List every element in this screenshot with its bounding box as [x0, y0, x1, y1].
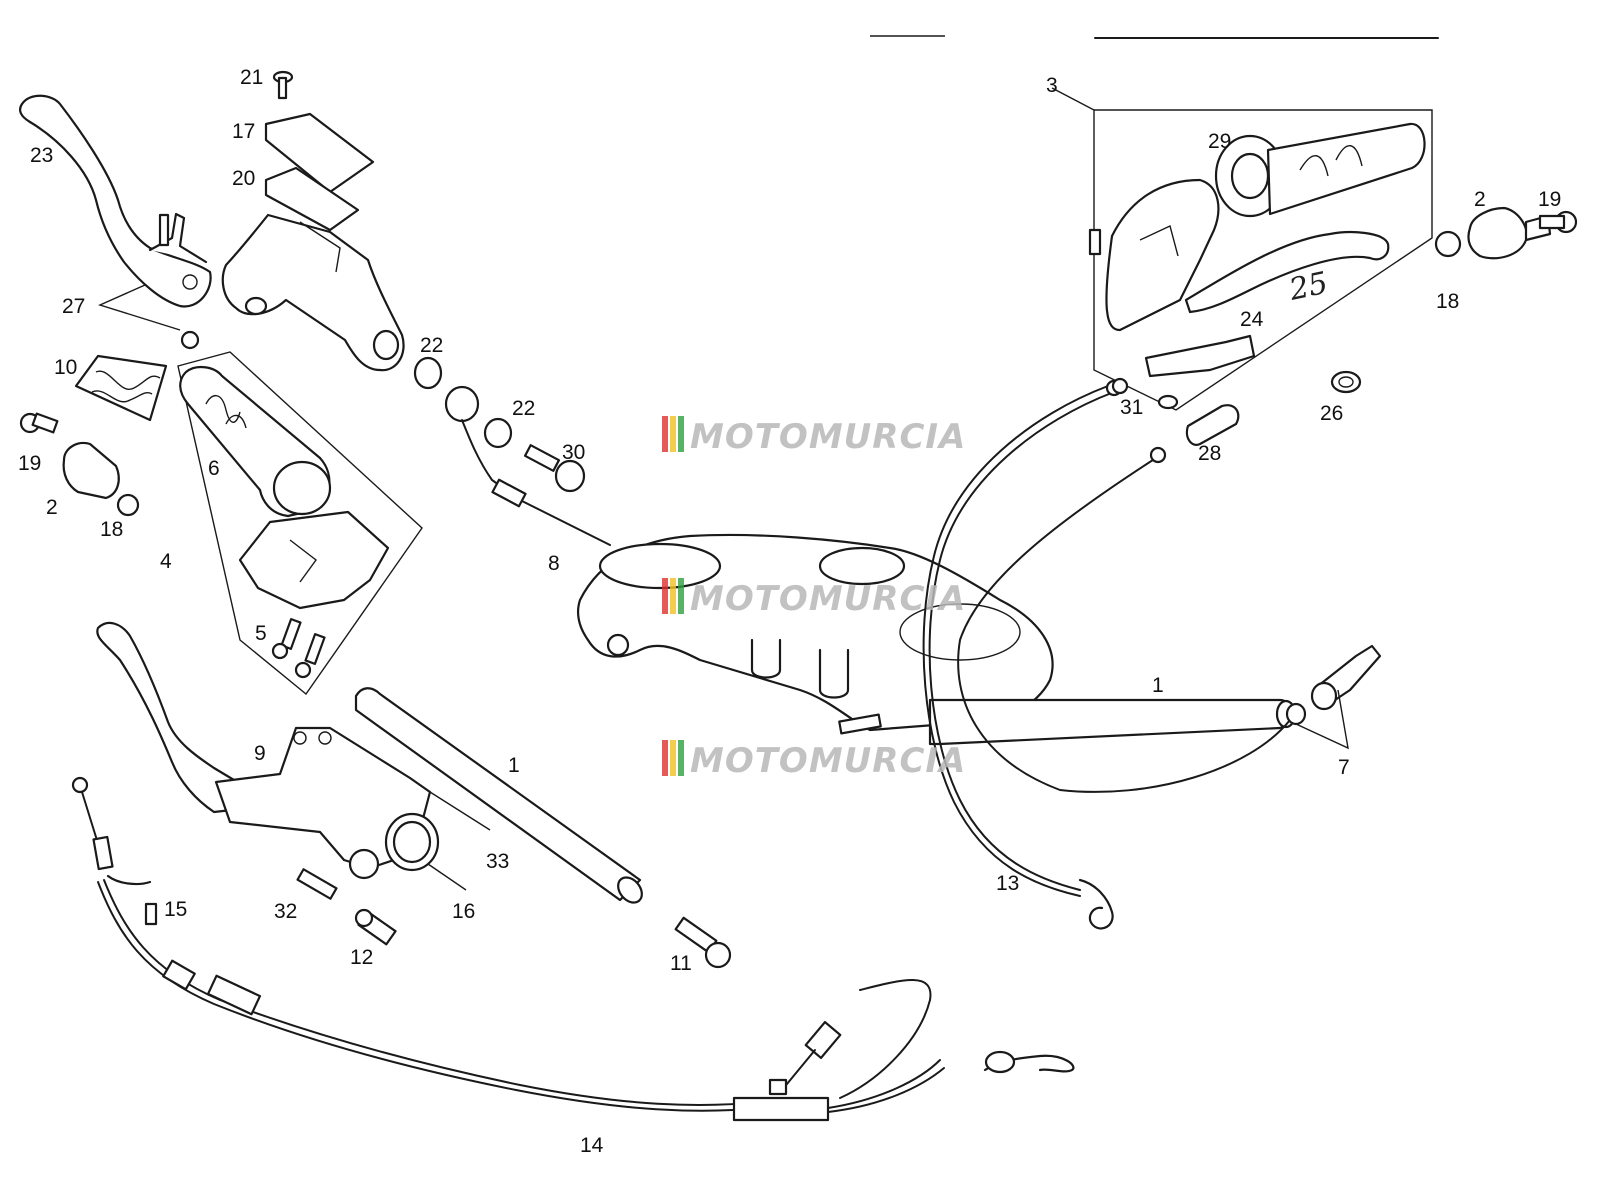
- switch-12: [354, 908, 397, 946]
- callout-17: 17: [232, 120, 255, 143]
- callout-33: 33: [486, 850, 509, 873]
- right-switch-housing: [1105, 178, 1220, 332]
- callout-27: 27: [62, 295, 85, 318]
- callout-11: 11: [670, 952, 692, 975]
- screws-5: [271, 618, 326, 679]
- bleed-valve-32: [296, 868, 338, 900]
- watermark-middle: MOTOMURCIA: [662, 578, 966, 619]
- part-28: [1185, 404, 1240, 446]
- callout-15: 15: [164, 898, 187, 921]
- brake-hose-8: [444, 385, 611, 546]
- callout-30: 30: [562, 441, 585, 464]
- triple-clamp: [577, 533, 1054, 732]
- callout-20: 20: [232, 167, 255, 190]
- cable-adjuster-7: [1285, 644, 1382, 726]
- callout-5: 5: [255, 622, 267, 645]
- callout-7: 7: [1338, 756, 1350, 779]
- left-lever-part-23: [19, 94, 212, 308]
- washer-22-b: [483, 417, 513, 449]
- right-grip-29: [1214, 122, 1426, 218]
- washer-22-a: [413, 356, 443, 390]
- handlebar-tube-left-1: [354, 687, 643, 904]
- screw-21: [272, 70, 294, 100]
- screw-right-housing: [1088, 228, 1102, 256]
- gasket-20: [264, 166, 360, 232]
- master-cylinder-body: [221, 213, 405, 372]
- callout-2-left: 2: [46, 496, 58, 519]
- callout-31: 31: [1120, 396, 1143, 419]
- right-lever: [1184, 231, 1390, 314]
- callout-21: 21: [240, 66, 263, 89]
- callout-32: 32: [274, 900, 297, 923]
- washer-31: [1157, 394, 1179, 410]
- bolt-30: [523, 444, 586, 493]
- reservoir-cover-17: [264, 112, 375, 194]
- callout-2-right: 2: [1474, 188, 1486, 211]
- bar-end-right: [1434, 206, 1578, 260]
- callout-28: 28: [1198, 442, 1221, 465]
- callout-10: 10: [54, 356, 77, 379]
- callout-19-left: 19: [18, 452, 41, 475]
- callout-29: 29: [1208, 130, 1231, 153]
- callout-22-upper: 22: [420, 334, 443, 357]
- watermark-text: MOTOMURCIA: [690, 741, 966, 781]
- left-grip-6: [179, 366, 332, 518]
- assembly-outline-4: [177, 351, 423, 696]
- bolt-11: [674, 916, 732, 969]
- cable-end-15: [71, 776, 158, 926]
- leader-7: [1295, 689, 1349, 750]
- callout-8: 8: [548, 552, 560, 575]
- callout-13: 13: [996, 872, 1019, 895]
- callout-19-right: 19: [1538, 188, 1561, 211]
- callout-9: 9: [254, 742, 266, 765]
- callout-1-right: 1: [1152, 674, 1164, 697]
- callout-23: 23: [30, 144, 53, 167]
- callout-12: 12: [350, 946, 373, 969]
- callout-4: 4: [160, 550, 172, 573]
- spring-plate-10: [74, 354, 168, 422]
- throttle-cable-right: [957, 446, 1291, 793]
- callout-3: 3: [1046, 74, 1058, 97]
- leader-16: [427, 863, 467, 891]
- callout-24: 24: [1240, 308, 1264, 331]
- nut-31: [1111, 377, 1129, 395]
- callout-1-left: 1: [508, 754, 520, 777]
- callout-6: 6: [208, 457, 220, 480]
- throttle-cable-14: [97, 879, 1075, 1122]
- watermark-bottom: MOTOMURCIA: [662, 740, 966, 781]
- callout-18-right: 18: [1436, 290, 1459, 313]
- callout-18-left: 18: [100, 518, 123, 541]
- callout-26: 26: [1320, 402, 1343, 425]
- callout-16: 16: [452, 900, 475, 923]
- watermark-text: MOTOMURCIA: [690, 579, 966, 619]
- leader-3: [1051, 87, 1095, 111]
- brake-master-cylinder-9: [96, 621, 440, 880]
- bolt-27: [158, 213, 200, 350]
- handwritten-note: 25: [1285, 266, 1331, 308]
- bar-end-left: [19, 412, 140, 517]
- callout-22-lower: 22: [512, 397, 535, 420]
- switch-24: [1144, 334, 1256, 378]
- watermark-text: MOTOMURCIA: [690, 417, 966, 457]
- switch-housing: [238, 510, 390, 610]
- nut-26: [1330, 370, 1362, 394]
- callout-14: 14: [580, 1134, 604, 1157]
- watermark-top: MOTOMURCIA: [662, 416, 966, 457]
- leader-27: [98, 284, 181, 331]
- leader-33: [429, 791, 491, 831]
- assembly-outline-3: [1093, 109, 1433, 411]
